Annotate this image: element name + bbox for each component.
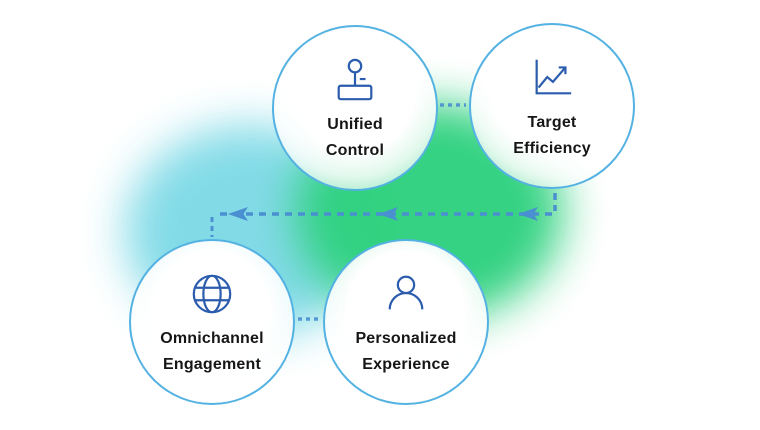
label-line: Unified <box>327 116 383 133</box>
node-target-efficiency: Target Efficiency <box>469 23 635 189</box>
node-label-unified-control: Unified Control <box>326 112 384 164</box>
arrowhead-right <box>518 207 538 221</box>
label-line: Personalized <box>355 330 457 347</box>
label-line: Control <box>325 142 385 159</box>
arrowhead-middle <box>378 207 398 221</box>
label-line: Experience <box>362 356 450 373</box>
node-label-personalized-experience: Personalized Experience <box>355 326 456 378</box>
label-line: Efficiency <box>513 140 591 157</box>
user-icon <box>383 271 429 317</box>
node-label-omnichannel-engagement: Omnichannel Engagement <box>160 326 264 378</box>
node-omnichannel-engagement: Omnichannel Engagement <box>129 239 295 405</box>
node-label-target-efficiency: Target Efficiency <box>513 110 591 162</box>
globe-icon <box>189 271 235 317</box>
node-unified-control: Unified Control <box>272 25 438 191</box>
label-line: Engagement <box>162 356 261 373</box>
arrowhead-left <box>228 207 248 221</box>
node-personalized-experience: Personalized Experience <box>323 239 489 405</box>
trend-chart-icon <box>529 55 575 101</box>
label-line: Target <box>527 114 577 131</box>
joystick-icon <box>332 57 378 103</box>
label-line: Omnichannel <box>160 330 264 347</box>
